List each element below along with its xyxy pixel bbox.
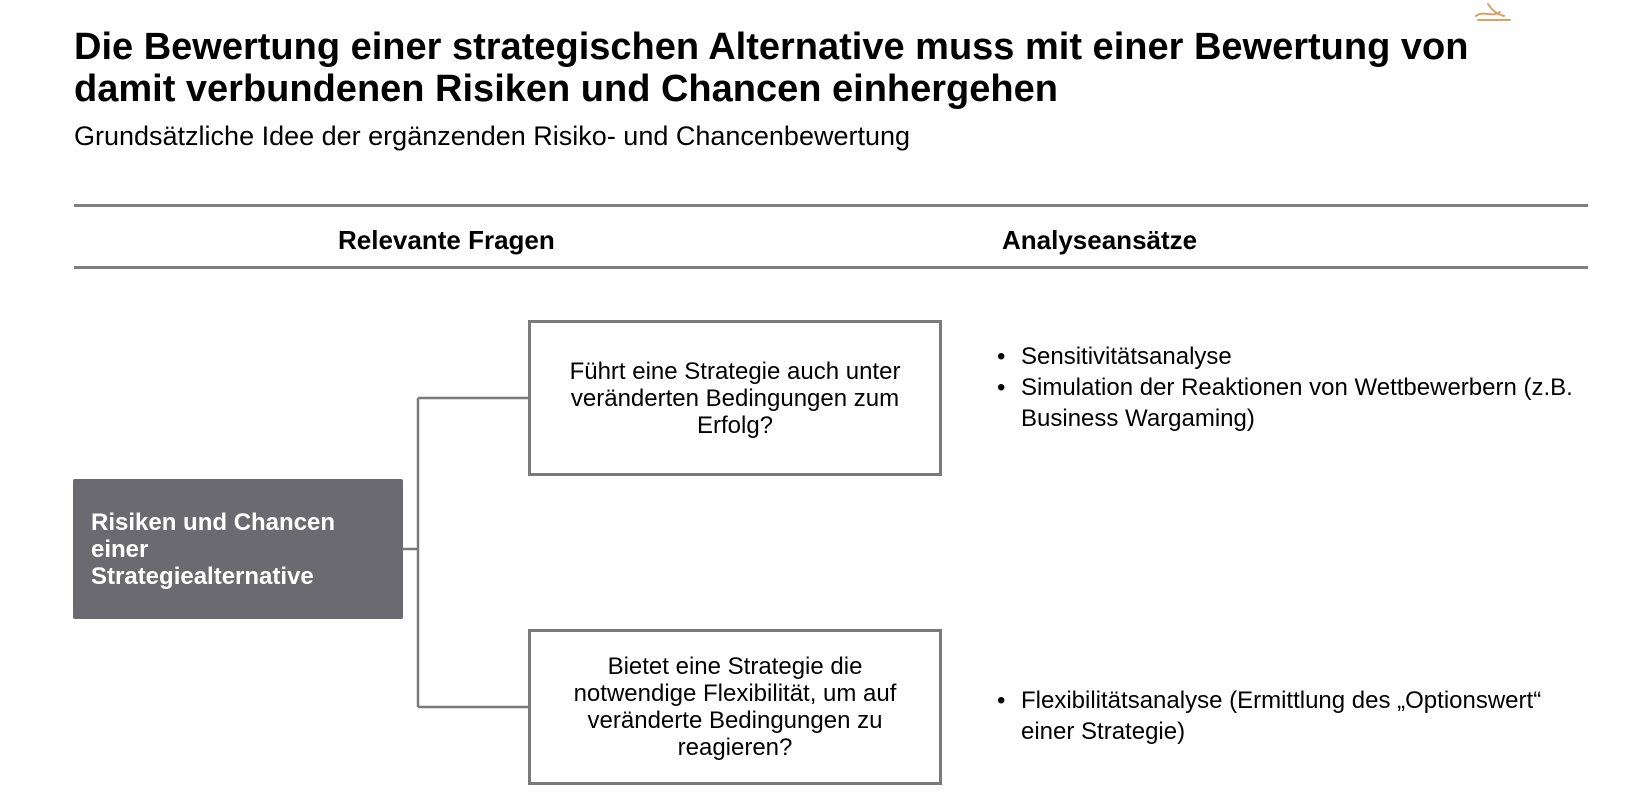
question-label-2: Bietet eine Strategie die notwendige Fle… <box>573 653 897 761</box>
bullet-dot-icon: • <box>997 374 1006 401</box>
approach-text: Flexibilitätsanalyse (Ermittlung des „Op… <box>1021 687 1542 745</box>
column-header-ansaetze: Analyseansätze <box>1002 225 1198 255</box>
question-label-1: Führt eine Strategie auch unter veränder… <box>569 357 901 439</box>
approach-text: Sensitivitätsanalyse <box>1021 343 1232 370</box>
header-rule-top <box>74 204 1588 207</box>
root-node-label: Risiken und Chancen einer Strategiealter… <box>91 508 336 590</box>
approach-item: • Flexibilitätsanalyse (Ermittlung des „… <box>995 685 1595 747</box>
brand-logo-icon <box>1475 3 1511 21</box>
approach-item: • Simulation der Reaktionen von Wettbewe… <box>995 372 1595 434</box>
approach-item: • Sensitivitätsanalyse <box>995 341 1595 372</box>
question-box-2: Bietet eine Strategie die notwendige Fle… <box>528 629 942 785</box>
approach-text: Simulation der Reaktionen von Wettbewerb… <box>1021 374 1573 432</box>
bullet-dot-icon: • <box>997 687 1006 714</box>
bullet-dot-icon: • <box>997 343 1006 370</box>
header-rule-bottom <box>74 266 1588 269</box>
column-header-fragen: Relevante Fragen <box>338 225 555 255</box>
slide-title: Die Bewertung einer strategischen Altern… <box>74 26 1469 110</box>
root-node-box: Risiken und Chancen einer Strategiealter… <box>73 479 403 619</box>
slide-subtitle: Grundsätzliche Idee der ergänzenden Risi… <box>74 121 911 151</box>
approaches-list-2: • Flexibilitätsanalyse (Ermittlung des „… <box>995 685 1595 747</box>
question-box-1: Führt eine Strategie auch unter veränder… <box>528 320 942 476</box>
approaches-list-1: • Sensitivitätsanalyse • Simulation der … <box>995 341 1595 434</box>
